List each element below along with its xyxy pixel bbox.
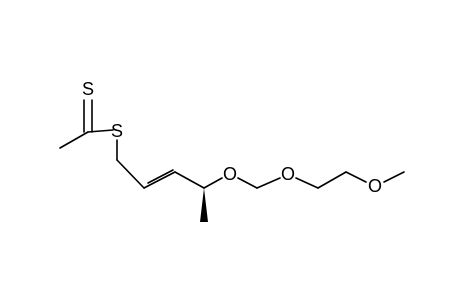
atom-s-thione: S xyxy=(82,79,94,99)
bond-methyl-c xyxy=(59,131,89,149)
bond-o2-ch2 xyxy=(295,177,319,189)
bond-ch-stereo xyxy=(174,171,205,189)
atom-labels: S S O O O xyxy=(82,79,382,196)
bonds xyxy=(59,99,405,189)
bond-alkene-b xyxy=(147,169,174,184)
bond-ch2-ch2 xyxy=(317,171,347,189)
atom-o-ether-2: O xyxy=(281,164,295,184)
bond-c-s xyxy=(87,129,114,133)
bond-ch2-ch xyxy=(116,159,145,189)
bond-stereo-o xyxy=(203,177,223,189)
bond-o-ch2 xyxy=(237,177,258,189)
bond-o3-ch3 xyxy=(383,171,405,183)
bond-ch2-o3 xyxy=(345,171,367,183)
bond-alkene-a xyxy=(143,171,176,189)
atom-o-methoxy: O xyxy=(368,176,382,196)
wedge-bond-methyl xyxy=(200,188,208,222)
bond-ch2-o2 xyxy=(256,177,281,189)
atom-o-ether-1: O xyxy=(223,164,237,184)
atom-s-thioester: S xyxy=(111,121,123,141)
